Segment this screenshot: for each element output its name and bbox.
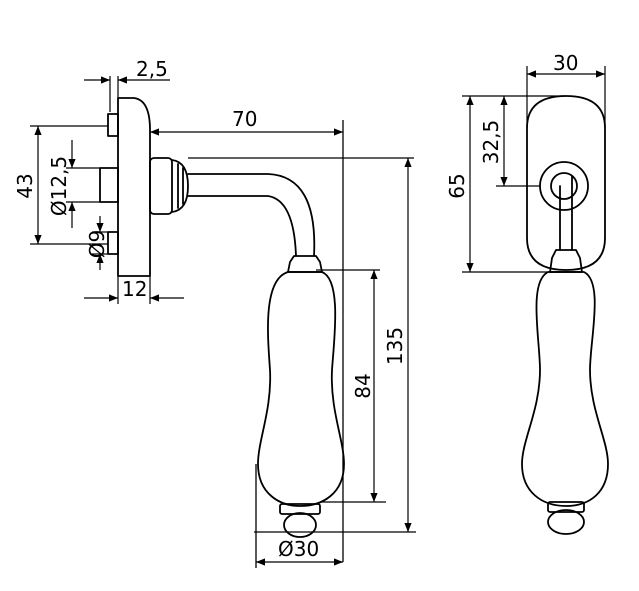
label-rosette-outer-height: 43 [13, 173, 37, 198]
dimension-lines [30, 66, 606, 568]
front-view [521, 95, 609, 535]
front-end-cap-base [547, 501, 585, 513]
rosette-plate-side [117, 97, 151, 277]
front-end-cap-knob [547, 509, 585, 535]
collar [149, 157, 173, 215]
collar-rings [171, 159, 189, 213]
end-cap-base [279, 503, 321, 515]
grip-body [257, 271, 345, 507]
label-shaft-diameter: Ø12,5 [47, 156, 71, 216]
spindle-hub-inner [550, 172, 578, 200]
label-grip-diameter: Ø30 [278, 537, 319, 561]
front-grip-body [521, 271, 609, 507]
spindle-hub-outer [539, 161, 589, 211]
dimension-labels: 2,5 70 30 32,5 65 43 Ø12,5 Ø9 12 84 135 … [13, 51, 578, 561]
label-rosette-width: 30 [553, 51, 578, 75]
label-rosette-thickness: 2,5 [136, 57, 168, 81]
label-spindle-offset: 32,5 [479, 120, 503, 165]
label-handle-reach: 70 [232, 107, 257, 131]
label-total-length: 135 [383, 327, 407, 365]
lever-arm [187, 173, 316, 257]
upper-pin [107, 113, 119, 137]
label-rosette-height: 65 [445, 173, 469, 198]
lower-pin [107, 231, 119, 255]
spindle [99, 167, 119, 203]
rosette-plate-front [526, 95, 606, 271]
label-pin-diameter: Ø9 [85, 230, 109, 258]
side-view [99, 97, 345, 538]
label-base-depth: 12 [122, 277, 147, 301]
end-cap-knob [283, 512, 317, 538]
front-arm [559, 175, 573, 251]
label-grip-length: 84 [351, 373, 375, 398]
